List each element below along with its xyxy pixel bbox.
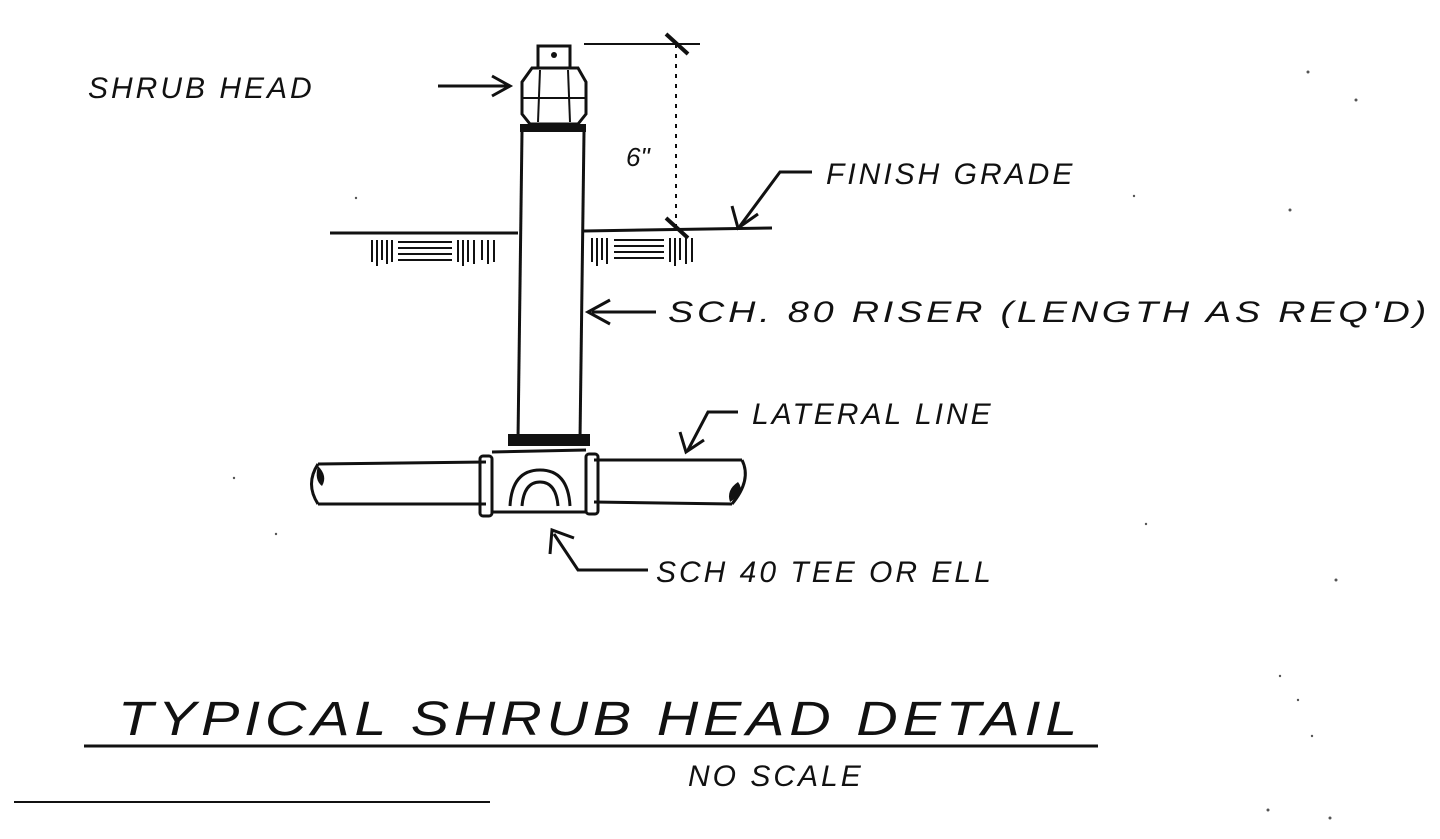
shrub-head-thread bbox=[520, 124, 586, 132]
pipe-end-left bbox=[316, 466, 325, 486]
riser-pipe bbox=[508, 131, 590, 446]
soil-hatch-left bbox=[371, 240, 495, 266]
leader-tee bbox=[548, 527, 648, 572]
riser-thread-bottom bbox=[508, 434, 590, 446]
leader-shrub-head bbox=[438, 74, 514, 98]
detail-title: TYPICAL SHRUB HEAD DETAIL bbox=[118, 693, 1082, 746]
shrub-head-nut bbox=[520, 66, 588, 126]
shrub-head bbox=[520, 44, 588, 132]
leader-finish-grade bbox=[730, 170, 812, 231]
label-shrub-head: SHRUB HEAD bbox=[88, 72, 315, 105]
dimension-line bbox=[584, 32, 700, 240]
leader-riser bbox=[584, 298, 656, 326]
tee-fitting bbox=[478, 448, 600, 518]
dimension-label: 6" bbox=[626, 142, 651, 172]
soil-hatch-right bbox=[591, 238, 693, 266]
label-tee: SCH 40 TEE OR ELL bbox=[656, 556, 994, 589]
leader-lateral-line bbox=[678, 410, 738, 455]
scale-note: NO SCALE bbox=[688, 760, 864, 793]
label-lateral-line: LATERAL LINE bbox=[752, 398, 994, 431]
scan-speckle bbox=[232, 70, 1358, 820]
finish-grade-line bbox=[330, 226, 773, 235]
nozzle-dot bbox=[551, 52, 557, 58]
pipe-end-right bbox=[729, 482, 741, 502]
label-finish-grade: FINISH GRADE bbox=[826, 158, 1075, 191]
lateral-line-pipe bbox=[310, 458, 747, 506]
label-riser: SCH. 80 RISER (LENGTH AS REQ'D) bbox=[668, 296, 1430, 329]
